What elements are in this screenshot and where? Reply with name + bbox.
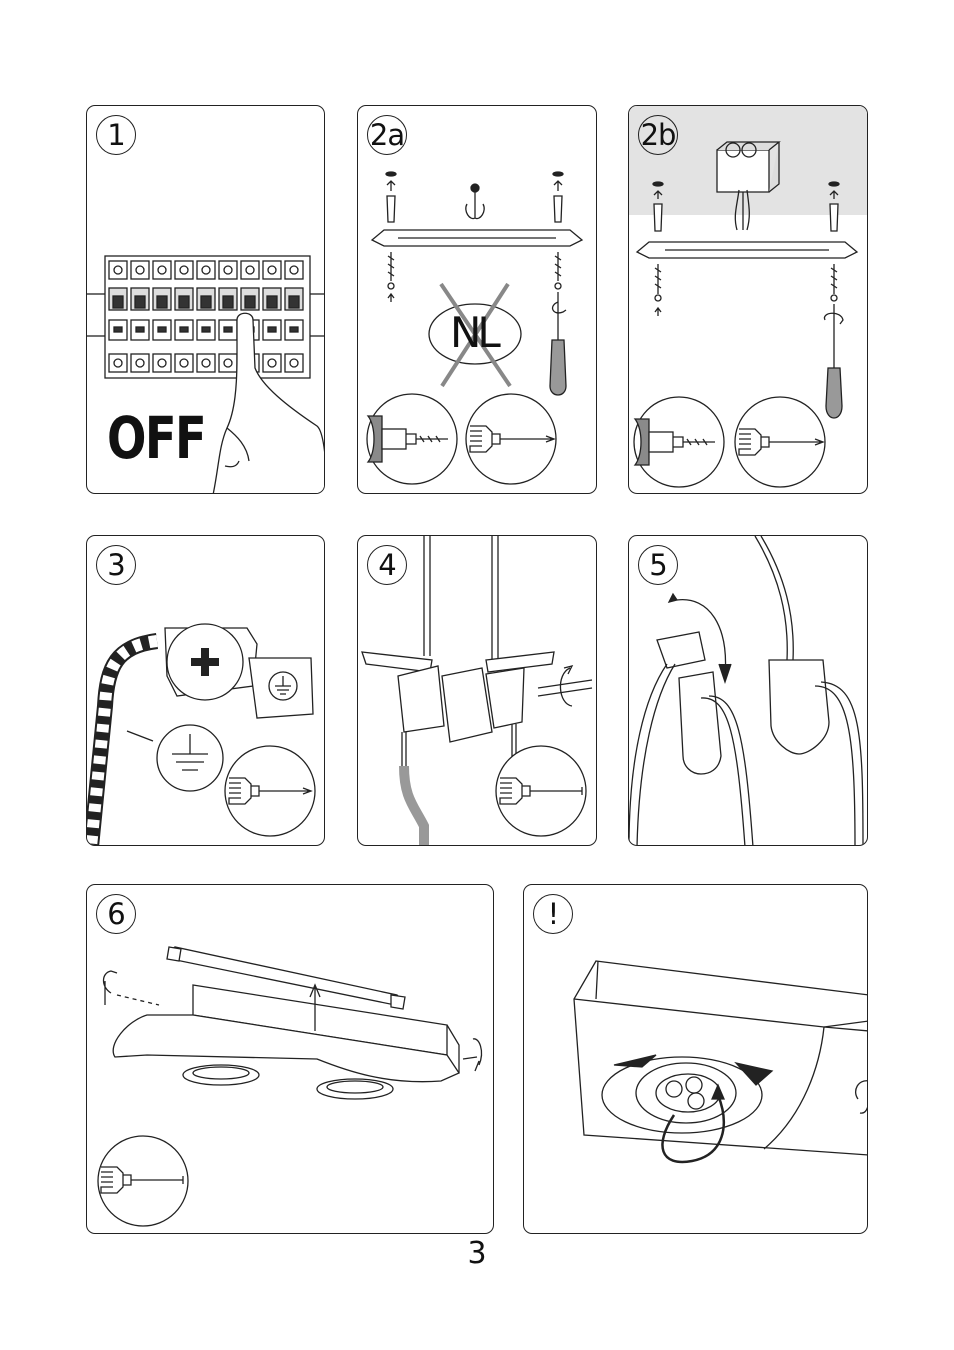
page-number: 3 [0, 1236, 954, 1271]
warning-panel: ! [523, 884, 868, 1234]
step-5-panel: 5 [628, 535, 868, 846]
warning-badge: ! [533, 894, 573, 934]
nl-label: NL [450, 308, 497, 357]
step-number-badge: 2a [367, 115, 407, 155]
step-number-badge: 3 [96, 545, 136, 585]
step-number-badge: 5 [638, 545, 678, 585]
step-number-badge: 1 [96, 115, 136, 155]
step-3-panel: 3 [86, 535, 325, 846]
step-number-badge: 6 [96, 894, 136, 934]
junction-box-mounting-illustration [629, 106, 868, 494]
step-1-panel: 1 OFF [86, 105, 325, 494]
step-number-badge: 4 [367, 545, 407, 585]
step-4-panel: 4 [357, 535, 597, 846]
lamp-adjustment-illustration [524, 885, 868, 1234]
step-6-panel: 6 [86, 884, 494, 1234]
off-label: OFF [107, 404, 205, 472]
luminaire-fixing-illustration [87, 885, 494, 1234]
step-2b-panel: 2b [628, 105, 868, 494]
step-number-badge: 2b [638, 115, 678, 155]
bracket-mounting-illustration [358, 106, 597, 494]
step-2a-panel: 2a [357, 105, 597, 494]
